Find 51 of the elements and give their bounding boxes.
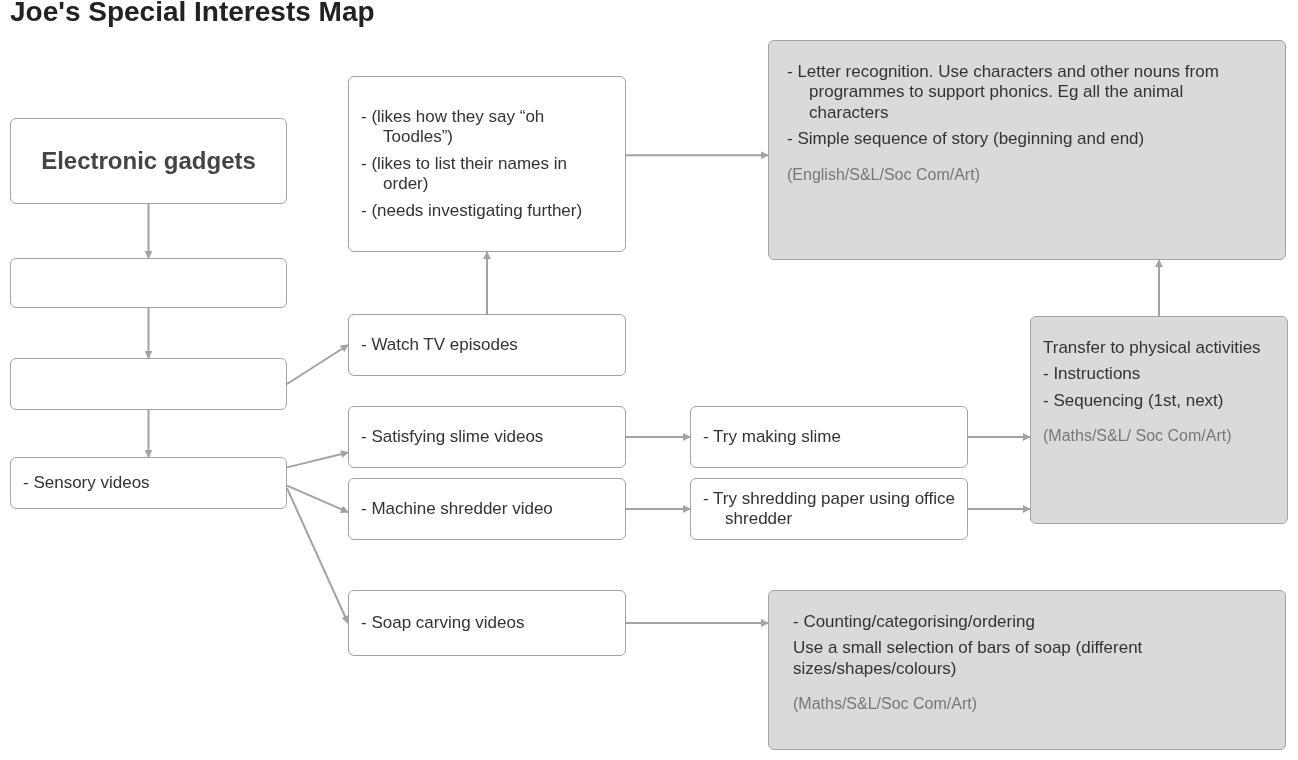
arrow: [286, 484, 349, 514]
process-box: [10, 118, 287, 204]
arrow: [286, 487, 349, 624]
arrow: [625, 619, 769, 627]
node-text: - Instructions: [1043, 364, 1142, 385]
node-text: - Sensory videos: [23, 472, 151, 494]
node-text: - Sequencing (1st, next): [1043, 390, 1225, 412]
node-text: Transfer to physical activities: [1043, 338, 1262, 359]
arrow: [144, 203, 153, 259]
arrow: [286, 344, 349, 385]
process-box: [690, 406, 968, 468]
empty-box: [10, 358, 287, 410]
node-text: - Try making slime: [703, 426, 842, 448]
node-text: - (needs investigating further): [361, 200, 584, 221]
arrow: [1155, 259, 1163, 317]
process-box: [348, 478, 626, 540]
node-text: - (likes to list their names in order): [361, 153, 568, 195]
process-box: [348, 314, 626, 376]
arrow: [625, 151, 769, 160]
node-text: - (likes how they say “oh Toodles”): [361, 107, 546, 148]
node-text: - Machine shredder video: [361, 498, 554, 520]
subject-note: (English/S&L/Soc Com/Art): [787, 164, 981, 184]
node-text: Use a small selection of bars of soap (different sizes/shapes/colours): [793, 638, 1144, 680]
node-heading: Electronic gadgets: [40, 146, 257, 176]
arrow: [144, 307, 153, 359]
arrow: [144, 409, 153, 458]
arrow: [625, 505, 691, 513]
diagram-title: Joe's Special Interests Map: [10, 0, 375, 28]
arrow: [286, 450, 349, 469]
process-box: [10, 457, 287, 509]
process-box: [348, 406, 626, 468]
process-box: [690, 478, 968, 540]
arrow: [625, 433, 691, 441]
node-text: - Counting/categorising/ordering: [793, 612, 1036, 633]
empty-box: [10, 258, 287, 308]
node-text: - Simple sequence of story (beginning and end): [787, 129, 1146, 150]
node-text: - Soap carving videos: [361, 612, 526, 634]
arrow: [967, 433, 1031, 441]
node-text: - Try shredding paper using office shredder: [703, 488, 955, 530]
node-text: - Letter recognition. Use characters and other nouns from programmes to support phonics. Eg all the animal characters: [787, 62, 1220, 124]
process-box: [348, 76, 626, 252]
activity-panel: [768, 40, 1286, 260]
activity-panel: [1030, 316, 1288, 524]
process-box: [348, 590, 626, 656]
node-text: - Watch TV episodes: [361, 334, 519, 356]
node-text: - Satisfying slime videos: [361, 426, 545, 448]
arrow: [967, 505, 1031, 513]
activity-panel: [768, 590, 1286, 750]
arrow: [483, 251, 491, 315]
subject-note: (Maths/S&L/ Soc Com/Art): [1043, 426, 1233, 446]
subject-note: (Maths/S&L/Soc Com/Art): [793, 694, 979, 714]
